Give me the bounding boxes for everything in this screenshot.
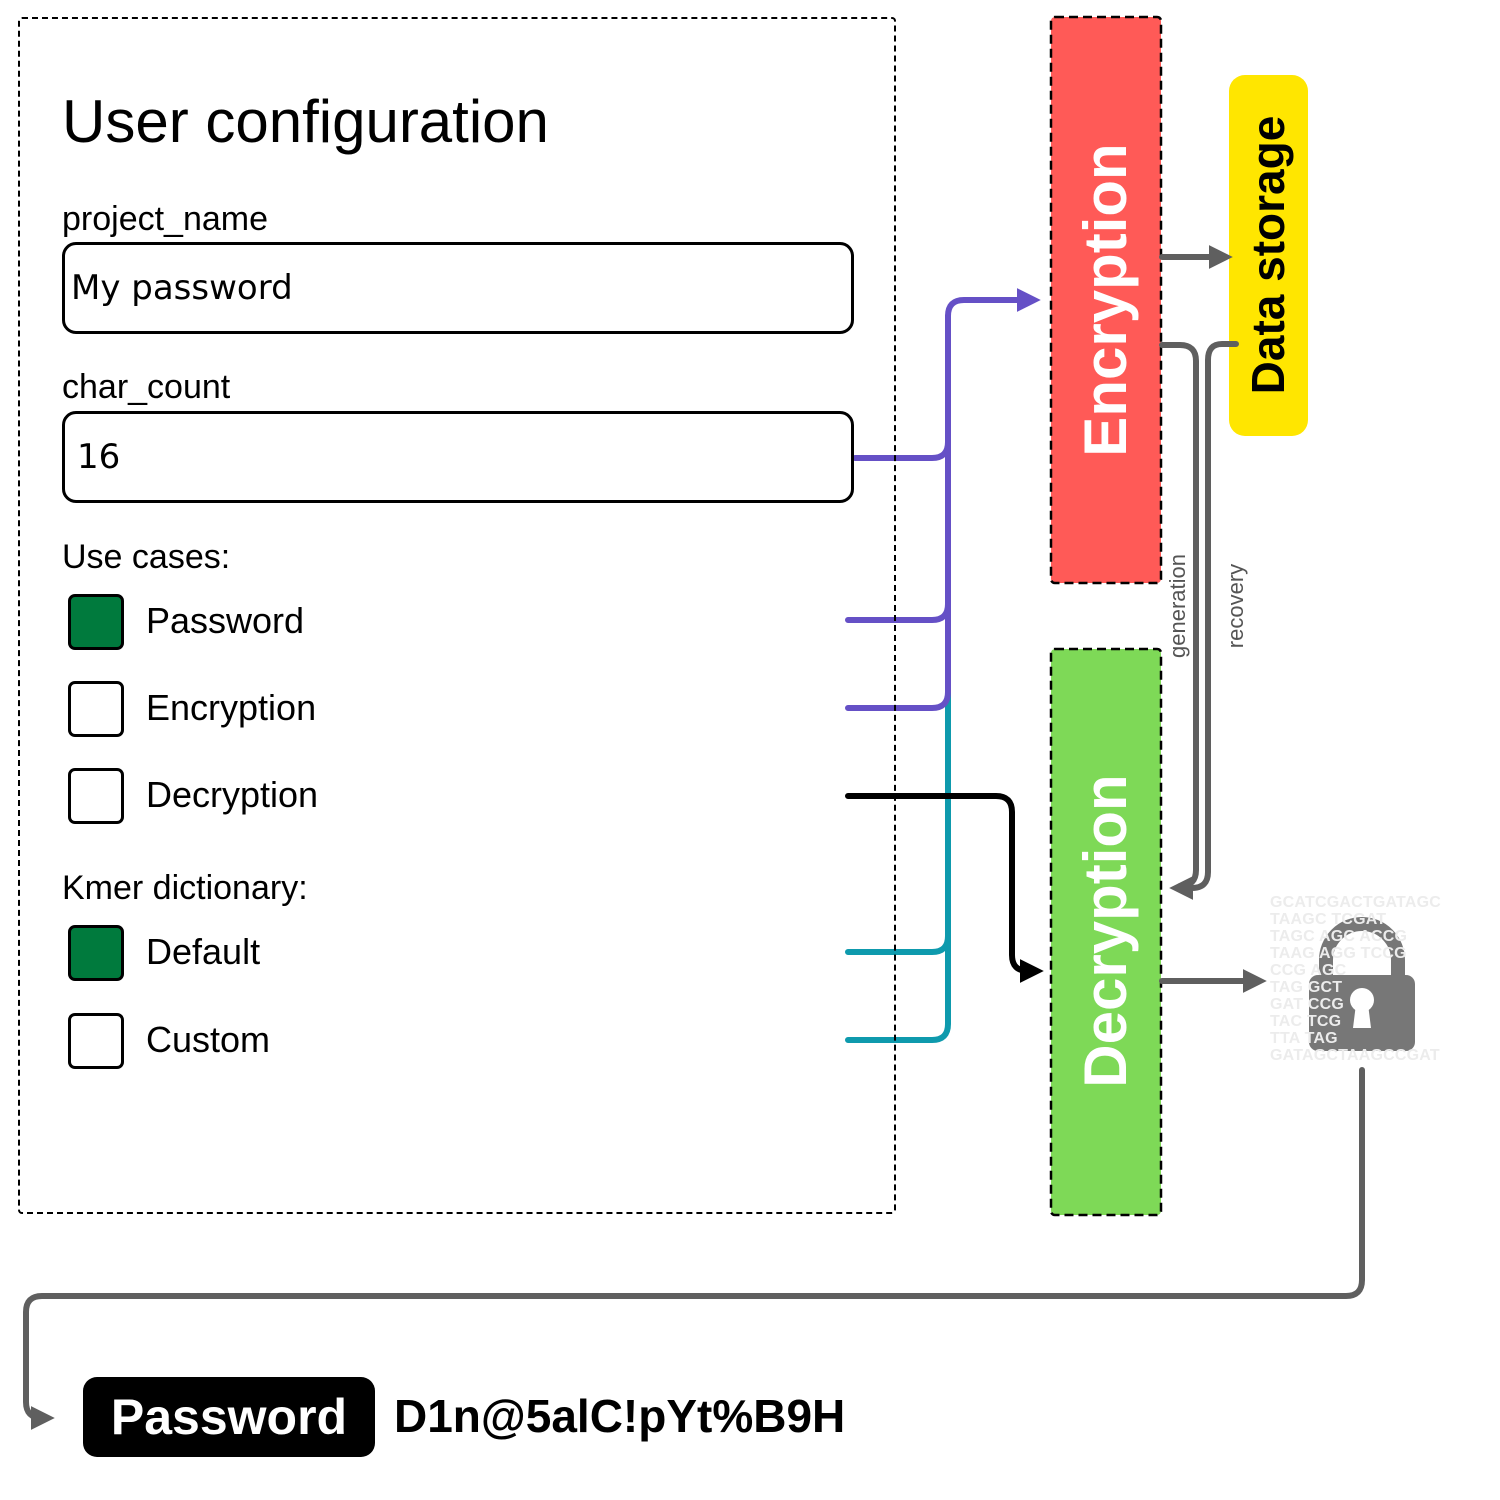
connector-encryption-option — [845, 313, 951, 711]
arrow-to-encryption — [945, 288, 1041, 319]
config-title: User configuration — [62, 88, 549, 155]
kmer-connectors — [845, 617, 951, 1043]
char-count-input[interactable] — [62, 411, 854, 503]
storage-block-label: Data storage — [1242, 115, 1294, 395]
decryption-block-label: Decryption — [1072, 774, 1139, 1088]
project-name-label: project_name — [62, 200, 269, 238]
project-name-input[interactable] — [62, 242, 854, 334]
option-password-label: Password — [146, 600, 305, 641]
user-configuration-panel — [18, 17, 896, 1214]
use-cases-label: Use cases: — [62, 538, 231, 576]
option-decryption-label: Decryption — [146, 774, 319, 815]
recovery-line — [1169, 341, 1239, 900]
encryption-block — [1049, 15, 1163, 585]
dna-sequence-background: GCATCGACTGATAGC TAAGC TCGAT TAGC AGC ACC… — [1270, 894, 1441, 1064]
recovery-label: recovery — [1223, 563, 1248, 649]
checkbox-default[interactable] — [68, 925, 124, 981]
decryption-block — [1049, 647, 1163, 1217]
checkbox-decryption[interactable] — [68, 768, 124, 824]
generation-label: generation — [1165, 554, 1190, 658]
checkbox-custom[interactable] — [68, 1013, 124, 1069]
encryption-block-label: Encryption — [1072, 143, 1139, 457]
option-custom-label: Custom — [146, 1019, 271, 1060]
checkbox-encryption[interactable] — [68, 681, 124, 737]
password-badge: Password — [83, 1377, 375, 1457]
option-default-label: Default — [146, 931, 261, 972]
connector-decryption-option — [845, 793, 1044, 983]
char-count-label: char_count — [62, 368, 231, 406]
purple-connectors — [845, 288, 1041, 711]
lock-to-password-line — [23, 1067, 1365, 1430]
checkbox-password[interactable] — [68, 594, 124, 650]
gray-flows — [23, 245, 1365, 1430]
lock-icon — [1309, 917, 1415, 1051]
storage-block — [1229, 75, 1308, 436]
option-encryption-label: Encryption — [146, 687, 317, 728]
generated-password: D1n@5alC!pYt%B9H — [394, 1390, 846, 1442]
connector-custom — [845, 617, 951, 1043]
kmer-dictionary-label: Kmer dictionary: — [62, 869, 308, 907]
